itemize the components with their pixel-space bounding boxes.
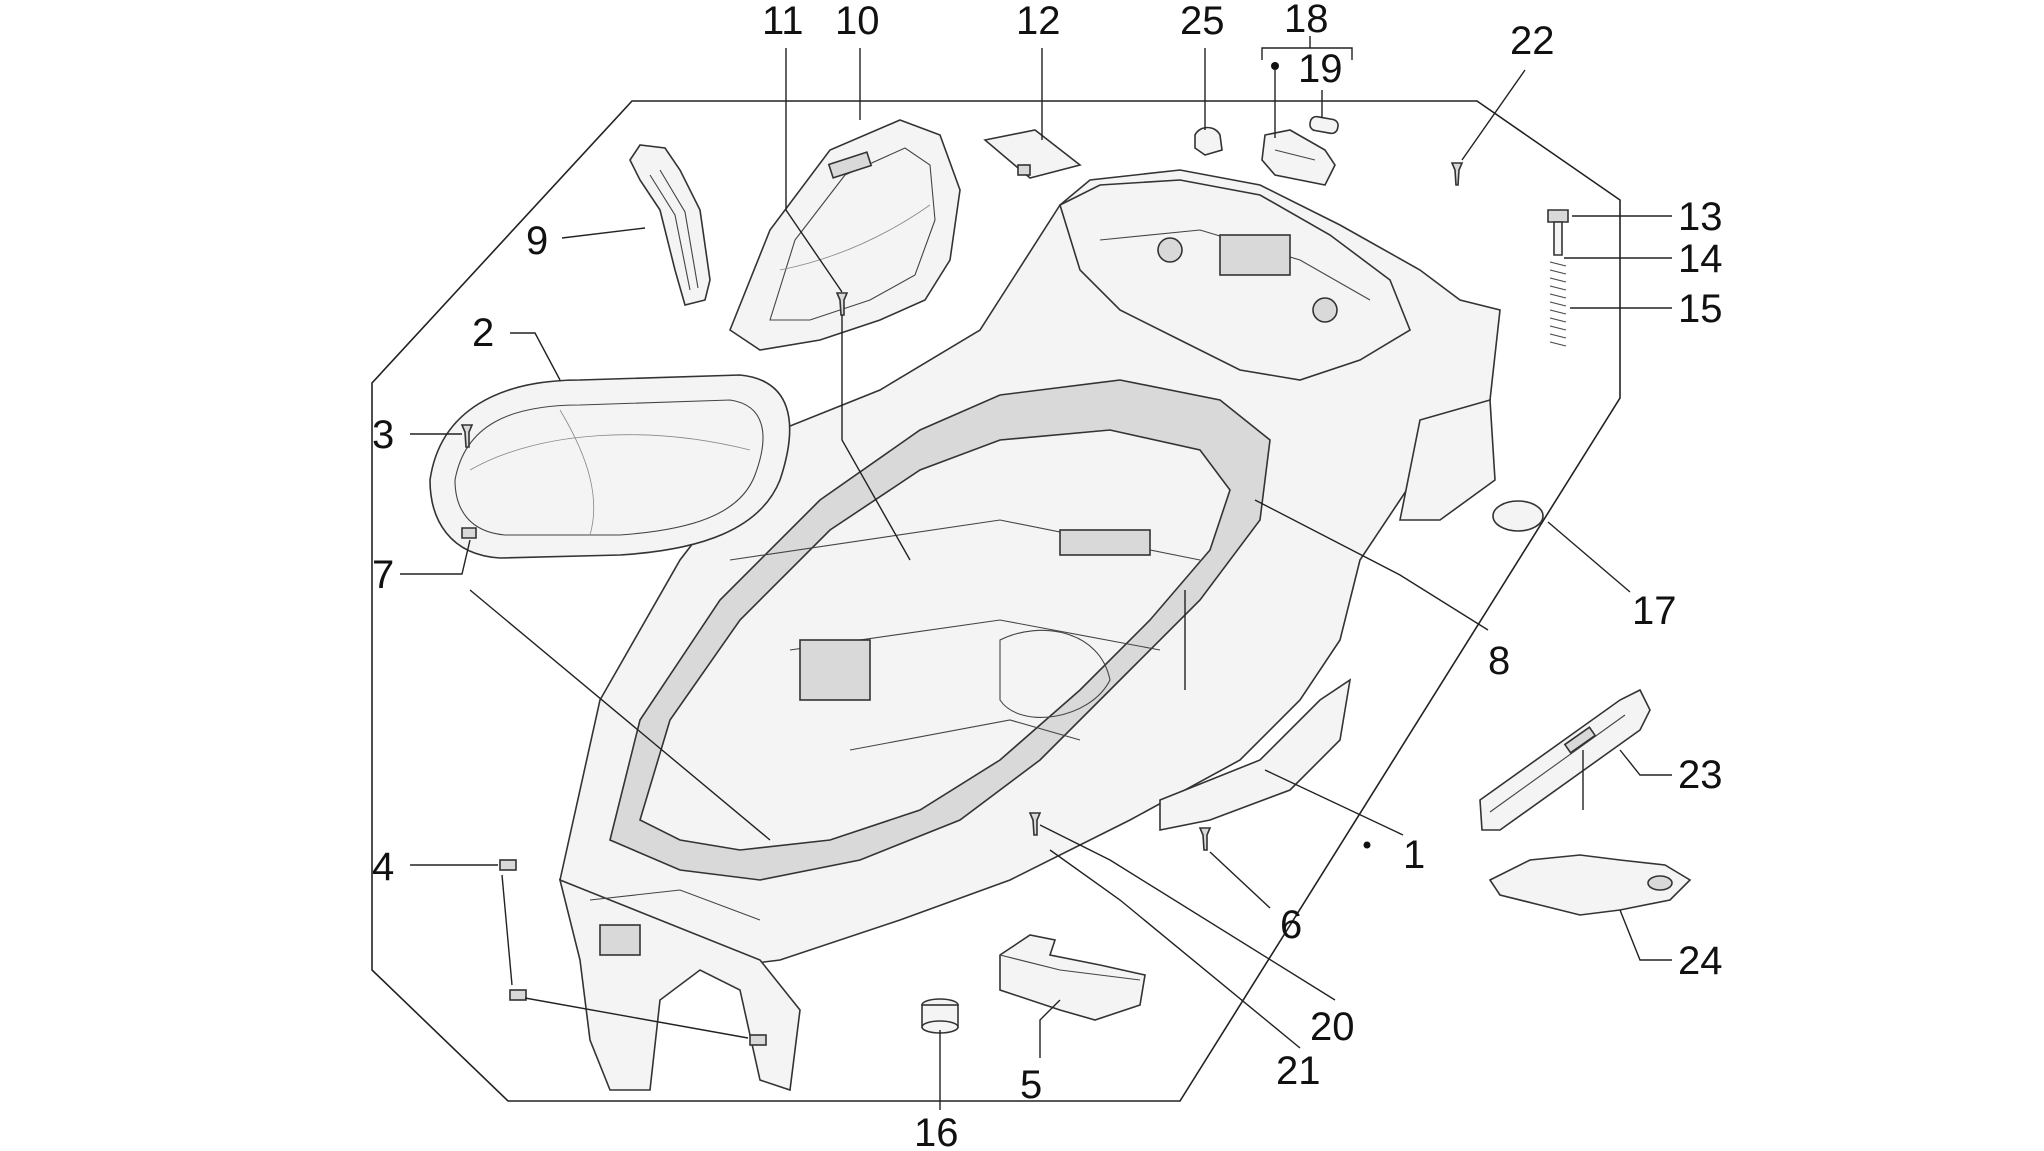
label-21: 21 [1276, 1049, 1321, 1093]
label-1: 1 [1403, 833, 1425, 877]
main-body [558, 169, 1501, 1092]
label-19: 19 [1298, 47, 1343, 91]
label-9: 9 [526, 219, 548, 263]
nut-7 [461, 527, 477, 539]
part-labels: 1 2 3 4 5 6 7 8 9 10 11 12 13 14 15 16 1… [372, 0, 1723, 1151]
clip-25 [1194, 126, 1223, 156]
label-17: 17 [1632, 589, 1677, 633]
label-25: 25 [1180, 0, 1225, 43]
label-11: 11 [762, 0, 804, 43]
lamp-box [1261, 62, 1339, 186]
rubber-plug [921, 998, 959, 1034]
label-15: 15 [1678, 287, 1723, 331]
screw-20 [1028, 812, 1042, 836]
label-4: 4 [372, 845, 394, 889]
round-cap [1492, 500, 1544, 532]
strap [629, 144, 711, 306]
assembly-frame [371, 100, 1621, 1102]
label-18: 18 [1284, 0, 1329, 41]
side-panel [1479, 688, 1651, 831]
label-12: 12 [1016, 0, 1061, 43]
mat [1488, 854, 1692, 916]
bolt-spring-set [1547, 209, 1569, 347]
foam-pad [999, 934, 1146, 1021]
label-22: 22 [1510, 19, 1555, 63]
seat-cover [429, 374, 791, 559]
screw-3 [460, 424, 474, 448]
screw-6 [1198, 827, 1212, 851]
label-5: 5 [1020, 1063, 1042, 1107]
label-8: 8 [1488, 639, 1510, 683]
clip-4a [499, 859, 517, 871]
label-14: 14 [1678, 237, 1723, 281]
label-3: 3 [372, 413, 394, 457]
label-2: 2 [472, 311, 494, 355]
clip-4c [749, 1034, 767, 1046]
label-10: 10 [835, 0, 880, 43]
label-13: 13 [1678, 195, 1723, 239]
label-20: 20 [1310, 1005, 1355, 1049]
screw-22 [1450, 162, 1464, 186]
leader-lines [400, 36, 1672, 1110]
label-7: 7 [372, 553, 394, 597]
label-23: 23 [1678, 753, 1723, 797]
bucket-lid [729, 119, 961, 351]
small-flap [983, 129, 1082, 179]
label-6: 6 [1280, 903, 1302, 947]
screw-11 [835, 292, 849, 316]
clip-4b [509, 989, 527, 1001]
label-24: 24 [1678, 939, 1723, 983]
label-16: 16 [914, 1111, 959, 1151]
